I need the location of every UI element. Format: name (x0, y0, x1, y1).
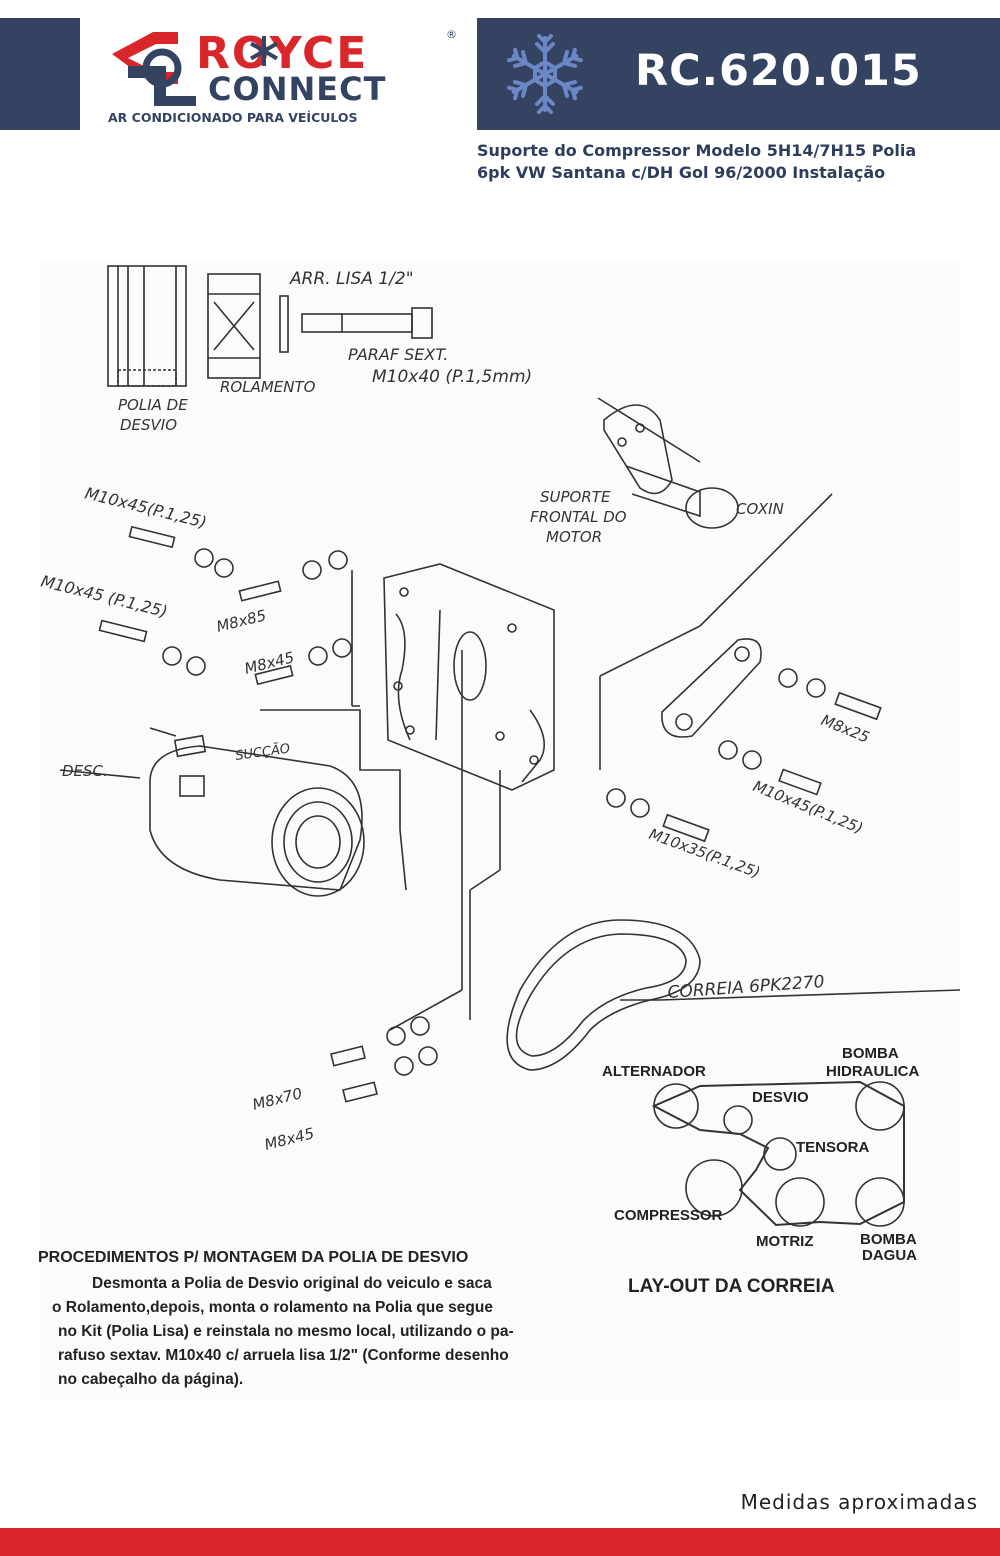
label-arr-lisa: ARR. LISA 1/2" (289, 269, 414, 289)
layout-hidraulica: HIDRAULICA (826, 1063, 919, 1080)
layout-bomba: BOMBA (842, 1045, 899, 1062)
procedure-line-3: no Kit (Polia Lisa) e reinstala no mesmo… (58, 1323, 514, 1340)
logo-snowflake-icon (250, 36, 278, 66)
layout-title: LAY-OUT DA CORREIA (628, 1276, 835, 1297)
compressor (59, 709, 407, 897)
label-desvio-hw: DESVIO (120, 416, 177, 434)
layout-desvio: DESVIO (752, 1089, 809, 1106)
layout-dagua: DAGUA (862, 1247, 917, 1264)
procedure-line-4: rafuso sextav. M10x40 c/ arruela lisa 1/… (58, 1347, 509, 1364)
snowflake-icon (506, 34, 584, 114)
left-header-block (0, 18, 80, 130)
label-suporte: SUPORTE (540, 488, 611, 506)
subtitle-line-2: 6pk VW Santana c/DH Gol 96/2000 Instalaç… (477, 163, 886, 182)
label-rolamento: ROLAMENTO (220, 378, 316, 396)
product-description: Suporte do Compressor Modelo 5H14/7H15 P… (477, 140, 977, 184)
footer-red-bar (0, 1528, 1000, 1556)
brand-tagline: AR CONDICIONADO PARA VEÍCULOS (108, 110, 358, 125)
belt-layout-labels: ALTERNADOR BOMBA HIDRAULICA DESVIO TENSO… (602, 1045, 919, 1297)
layout-tensora: TENSORA (796, 1139, 870, 1156)
hex-bolt-m10x40 (301, 307, 433, 339)
label-desc: DESC. (62, 762, 108, 780)
serpentine-belt (506, 919, 961, 1071)
washer (279, 295, 289, 353)
brand-royce: ROYCE (196, 28, 368, 79)
procedure-line-1: Desmonta a Polia de Desvio original do v… (92, 1275, 492, 1292)
compressor-bracket (351, 563, 555, 791)
idler-pulley (107, 265, 187, 387)
product-code: RC.620.015 (635, 46, 922, 96)
assembly-procedure: PROCEDIMENTOS P/ MONTAGEM DA POLIA DE DE… (38, 1249, 514, 1388)
layout-motriz: MOTRIZ (756, 1233, 814, 1250)
procedure-line-2: o Rolamento,depois, monta o rolamento na… (52, 1299, 493, 1316)
exploded-view-drawing (59, 265, 961, 1227)
label-succao: SUCÇÃO (234, 740, 291, 764)
procedure-title: PROCEDIMENTOS P/ MONTAGEM DA POLIA DE DE… (38, 1249, 468, 1266)
layout-alternador: ALTERNADOR (602, 1063, 706, 1080)
procedure-line-5: no cabeçalho da página). (58, 1371, 243, 1388)
belt-layout (651, 1080, 905, 1227)
engine-front-support (597, 397, 833, 627)
product-title-block: RC.620.015 (477, 18, 1000, 130)
subtitle-line-1: Suporte do Compressor Modelo 5H14/7H15 P… (477, 141, 917, 160)
installation-diagram: ARR. LISA 1/2" PARAF SEXT. M10x40 (P.1,5… (38, 260, 961, 1400)
label-paraf-sext: PARAF SEXT. (348, 345, 448, 364)
brand-connect: CONNECT (208, 70, 386, 108)
label-coxin: COXIN (736, 500, 784, 518)
label-frontal-do: FRONTAL DO (530, 508, 627, 526)
footer-note: Medidas aproximadas (740, 1490, 978, 1514)
label-polia-de: POLIA DE (118, 396, 188, 414)
bearing (207, 273, 261, 379)
bolts-left (98, 525, 352, 686)
bolts-lower (330, 650, 501, 1103)
label-motor: MOTOR (546, 528, 602, 546)
bolts-right (606, 668, 882, 843)
label-m10x40: M10x40 (P.1,5mm) (372, 367, 532, 387)
logo-graphic: ROYCE ® CONNECT AR CONDICIONADO PARA VEÍ… (108, 28, 457, 125)
title-block-bg (477, 18, 1000, 130)
brand-logo: ROYCE ® CONNECT AR CONDICIONADO PARA VEÍ… (108, 22, 458, 127)
tensioner-arm (599, 625, 762, 770)
registered-mark: ® (446, 28, 457, 41)
layout-compressor: COMPRESSOR (614, 1207, 723, 1224)
layout-bomba2: BOMBA (860, 1231, 917, 1248)
